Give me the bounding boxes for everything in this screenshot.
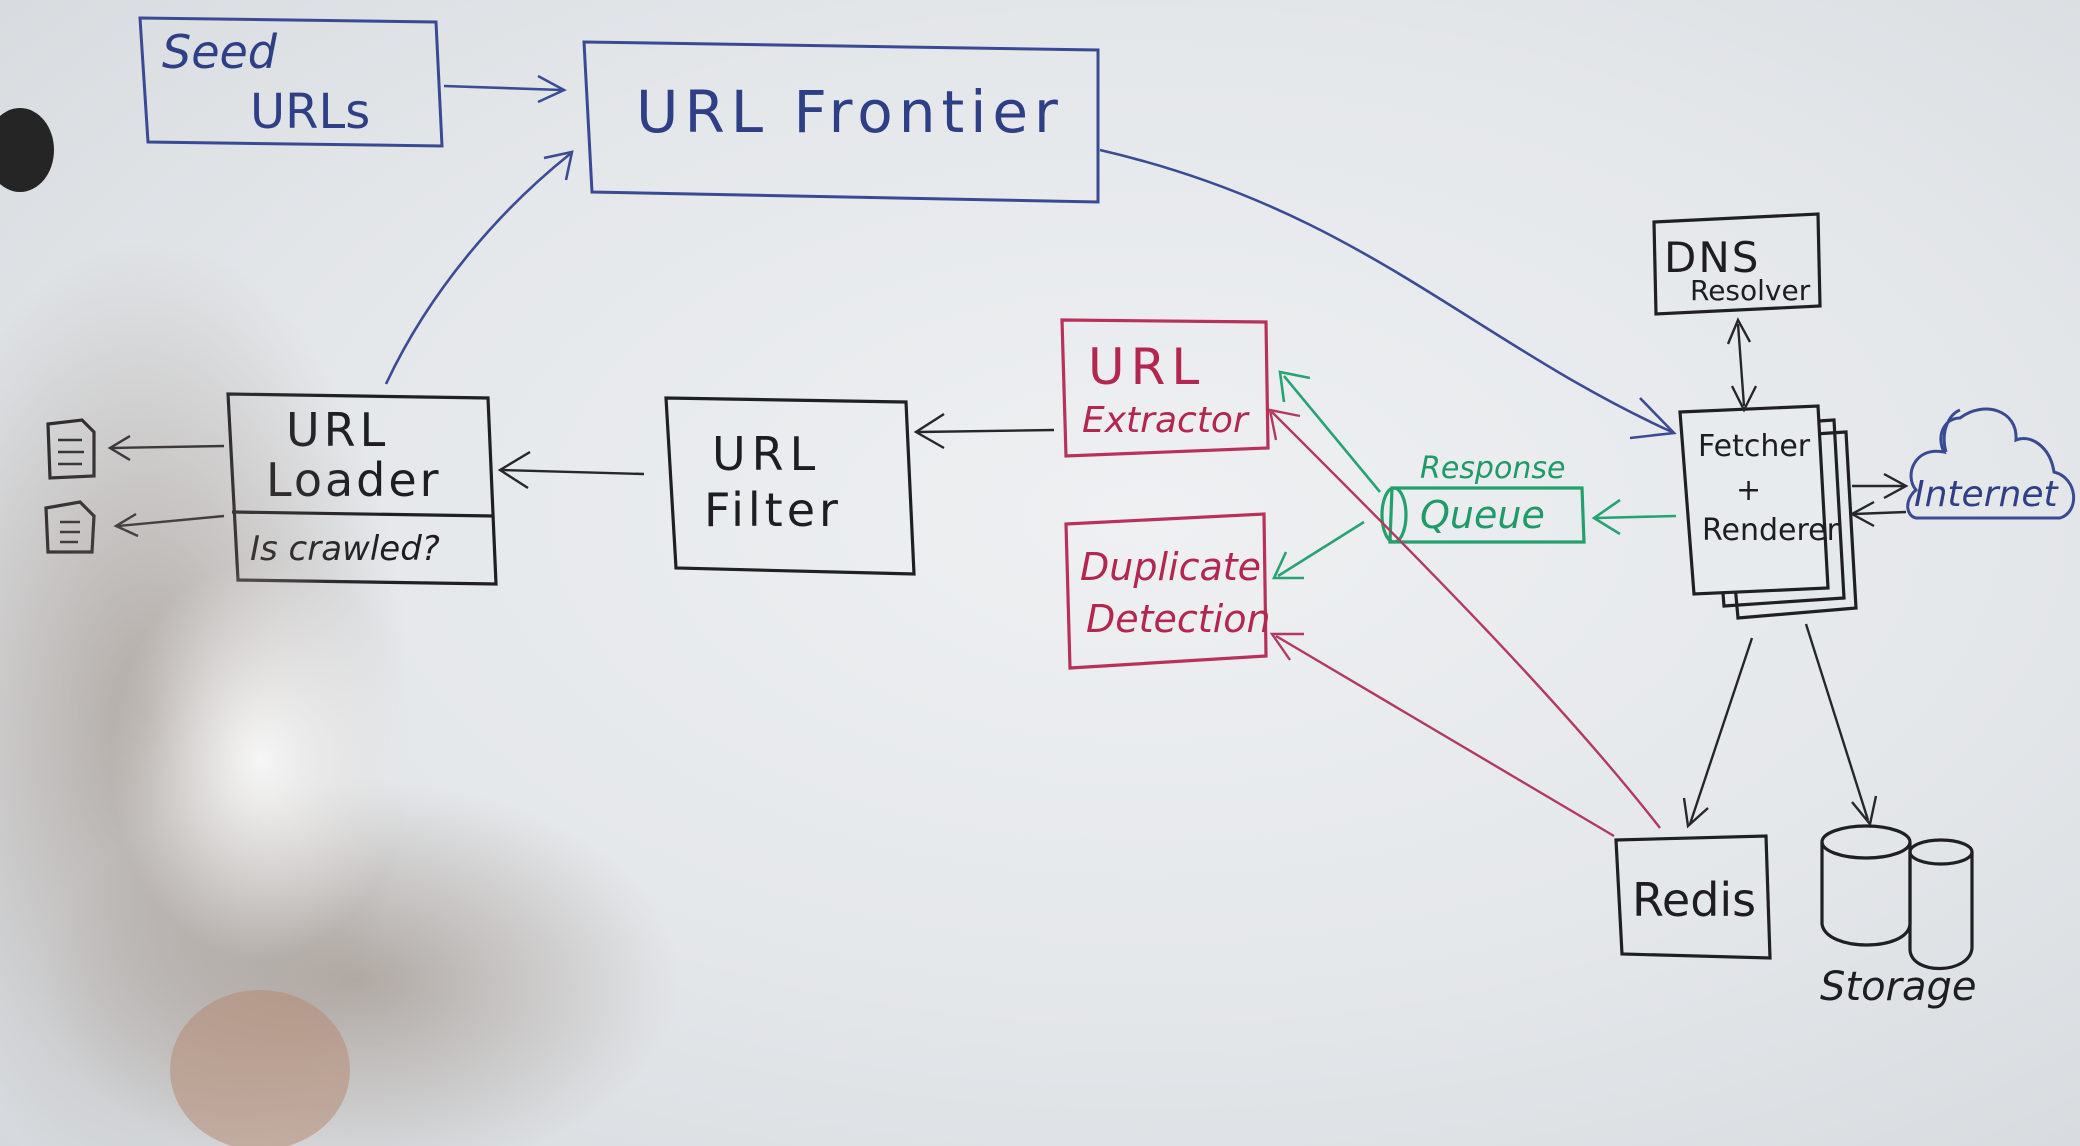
dns-resolver-node: DNS Resolver [1652,212,1822,316]
dns-resolver-label-line2: Resolver [1690,274,1811,307]
storage-label: Storage [1820,964,1977,1010]
url-filter-label-line1: URL [712,427,821,481]
response-queue-caption: Response [1420,451,1565,486]
arrow-fetcher-to-storage [1804,623,1878,827]
seed-urls-label-line1: Seed [162,25,278,79]
duplicate-detection-node: Duplicate Detection [1064,512,1271,670]
arrow-fetcher-to-redis [1682,637,1754,829]
arrow-extractor-to-filter [913,412,1055,450]
redis-node: Redis [1614,834,1772,960]
internet-label: Internet [1914,474,2059,515]
glare-highlight [110,560,410,960]
arrow-seed-to-frontier [443,74,567,104]
duplicate-detection-label-line2: Detection [1086,597,1271,641]
seed-urls-label-line2: URLs [250,84,370,140]
arrow-frontier-to-fetcher [1099,148,1677,440]
response-queue-label: Queue [1420,493,1545,537]
url-frontier-label: URL Frontier [636,78,1064,146]
database-icon [1820,824,1912,947]
seed-urls-node: Seed URLs [138,16,444,148]
arrow-dns-fetcher [1726,317,1758,413]
url-filter-label-line2: Filter [704,483,842,537]
fetcher-renderer-label-line2: + [1736,473,1761,508]
url-extractor-label-line1: URL [1088,338,1205,396]
arrow-redis-to-extractor [1268,408,1661,829]
url-filter-node: URL Filter [664,396,916,576]
internet-node: Internet [1906,407,2076,520]
arrow-filter-to-loader [497,450,645,490]
response-queue-node: Response Queue [1380,451,1586,544]
duplicate-detection-label-line1: Duplicate [1080,545,1261,589]
storage-node: Storage [1820,824,1977,1010]
database-icon [1908,838,1974,971]
url-extractor-label-line2: Extractor [1082,400,1250,441]
fetcher-renderer-node: Fetcher + Renderer [1678,404,1858,620]
fetcher-renderer-label-line3: Renderer [1702,513,1840,548]
url-extractor-node: URL Extractor [1060,318,1270,458]
redis-label: Redis [1632,873,1756,927]
arrow-fetcher-internet [1849,472,1909,528]
arrow-fetcher-to-queue [1591,498,1677,536]
url-frontier-node: URL Frontier [582,40,1100,204]
dns-resolver-label-line1: DNS [1664,233,1760,282]
arrow-redis-to-duplicate [1269,632,1615,838]
arrow-queue-to-duplicate [1271,520,1365,580]
arrow-loader-to-frontier [384,150,574,385]
arrow-queue-to-extractor [1278,370,1382,493]
fetcher-renderer-label-line1: Fetcher [1698,429,1811,464]
